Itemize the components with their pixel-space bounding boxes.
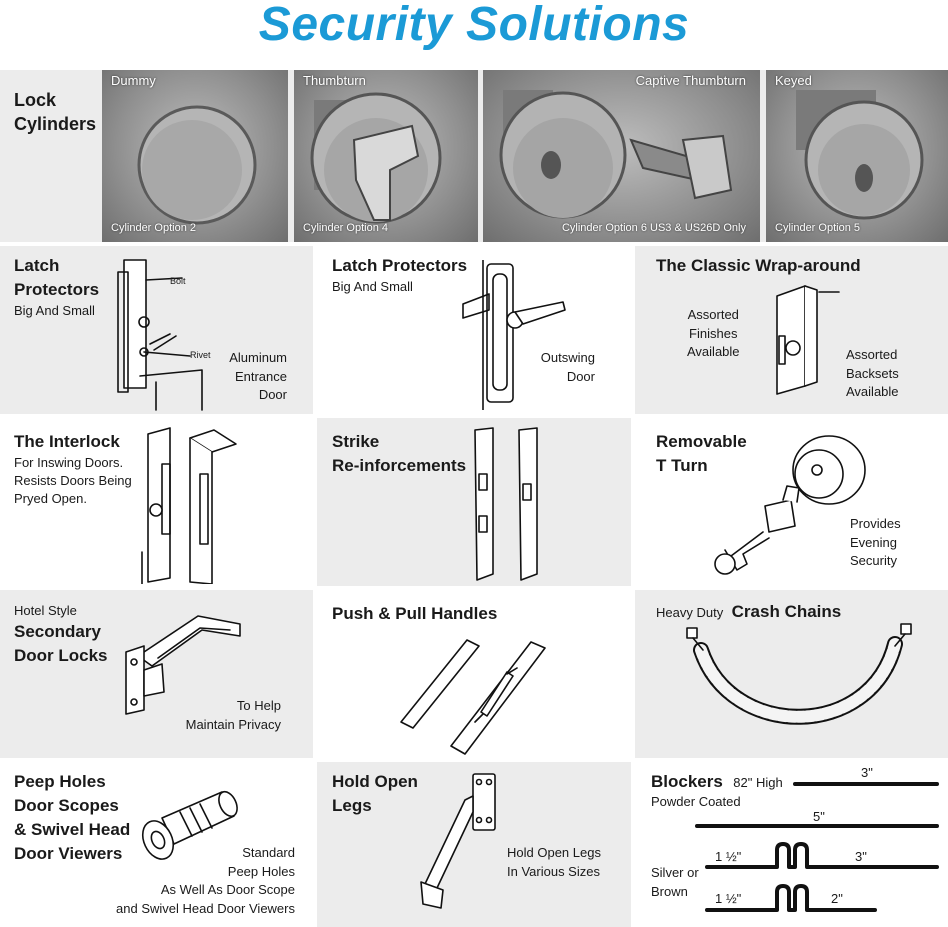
page-title: Security Solutions [258, 0, 690, 51]
interlock-diagram [141, 427, 237, 584]
cylinder-photo-captive-thumbturn: Captive Thumbturn Cylinder Option 6 US3 … [483, 70, 760, 242]
aluminum-door-latch-diagram [117, 259, 203, 411]
backsets-note: Assorted Backsets Available [846, 347, 899, 399]
captive-thumbturn-cylinder-image [499, 90, 733, 219]
outswing-latch-diagram [462, 260, 566, 410]
keyed-cylinder-image [796, 90, 924, 220]
evening-security-note: Provides Evening Security [850, 516, 901, 568]
blocker-dim-2: 2" [831, 891, 843, 906]
blocker-colors-note: Silver or Brown [651, 865, 699, 899]
cylinder-caption: Dummy [111, 73, 156, 88]
hold-open-note: Hold Open Legs In Various Sizes [507, 845, 601, 879]
wrap-around-diagram [776, 285, 840, 395]
blockers-panel: Blockers 82" High Powder Coated 3" 5" 1 … [635, 762, 948, 927]
lock-cylinders-row: Lock Cylinders Dummy Cylinder Option 2 T… [0, 70, 948, 242]
secondary-door-locks-panel: Hotel Style Secondary Door Locks To Help… [0, 590, 313, 758]
bolt-callout: Bolt [170, 276, 186, 286]
thumbturn-cylinder-image [310, 92, 442, 224]
blocker-dim-3: 3" [861, 765, 873, 780]
t-turn-diagram [714, 435, 866, 575]
blocker-dim-1-5-a: 1 ½" [715, 849, 742, 864]
cylinder-option: Cylinder Option 2 [111, 222, 196, 234]
dummy-cylinder-image [137, 105, 257, 225]
hold-open-legs-panel: Hold Open Legs Hold Open Legs In Various… [317, 762, 631, 927]
latch-protectors-aluminum-panel: Latch Protectors Big And Small Bolt Rive… [0, 246, 313, 414]
crash-chains-panel: Heavy Duty Crash Chains [635, 590, 948, 758]
blocker-dim-3-b: 3" [855, 849, 867, 864]
latch-protectors-outswing-panel: Latch Protectors Big And Small Outswing … [317, 246, 631, 414]
push-pull-handles-diagram [400, 639, 546, 755]
peep-holes-panel: Peep Holes Door Scopes & Swivel Head Doo… [0, 762, 313, 927]
cylinder-photo-thumbturn: Thumbturn Cylinder Option 4 [294, 70, 478, 242]
secondary-lock-diagram [125, 615, 241, 715]
blocker-dim-1-5-b: 1 ½" [715, 891, 742, 906]
interlock-panel: The Interlock For Inswing Doors. Resists… [0, 418, 313, 586]
outswing-door-note: Outswing Door [540, 350, 595, 384]
blocker-profiles-diagram [695, 782, 939, 912]
cylinder-photo-dummy: Dummy Cylinder Option 2 [102, 70, 288, 242]
cylinder-caption: Keyed [775, 73, 812, 88]
aluminum-door-note: Aluminum Entrance Door [229, 350, 287, 402]
privacy-note: To Help Maintain Privacy [185, 698, 281, 732]
blocker-dim-5: 5" [813, 809, 825, 824]
blockers-subtitle: Powder Coated [651, 794, 741, 809]
crash-chain-diagram [686, 623, 912, 725]
cylinder-caption: Thumbturn [303, 73, 366, 88]
peep-holes-note: Standard Peep Holes As Well As Door Scop… [116, 845, 295, 916]
cylinder-photo-keyed: Keyed Cylinder Option 5 [766, 70, 948, 242]
push-pull-handles-panel: Push & Pull Handles [317, 590, 631, 758]
finishes-note: Assorted Finishes Available [687, 307, 740, 359]
peep-hole-diagram [141, 790, 238, 860]
classic-wrap-around-panel: The Classic Wrap-around Assorted Finishe… [635, 246, 948, 414]
cylinder-option: Cylinder Option 6 US3 & US26D Only [561, 222, 746, 234]
removable-t-turn-panel: Removable T Turn Provides Evening Securi… [635, 418, 948, 586]
cylinder-option: Cylinder Option 4 [303, 222, 388, 234]
lock-cylinders-label: Lock Cylinders [14, 90, 97, 134]
cylinder-option: Cylinder Option 5 [775, 222, 860, 234]
cylinder-caption: Captive Thumbturn [635, 73, 746, 88]
rivet-callout: Rivet [190, 350, 211, 360]
hold-open-leg-diagram [420, 773, 496, 909]
strike-plates-diagram [474, 427, 538, 581]
strike-reinforcements-panel: Strike Re-inforcements [317, 418, 631, 586]
